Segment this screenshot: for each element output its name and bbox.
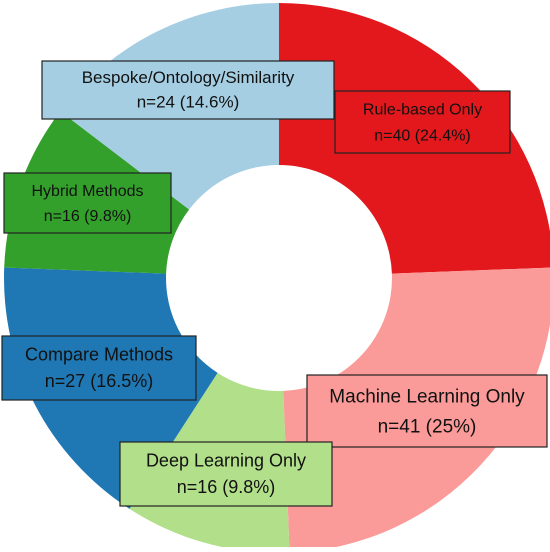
label-box-bg xyxy=(119,441,333,507)
label-box-bg xyxy=(1,335,197,401)
slice-value-label: n=24 (14.6%) xyxy=(137,92,240,111)
slice-value-label: n=16 (9.8%) xyxy=(44,208,132,225)
label-box-compare-methods: Compare Methods n=27 (16.5%) xyxy=(1,335,197,401)
slice-value-label: n=40 (24.4%) xyxy=(374,128,471,145)
slice-label: Deep Learning Only xyxy=(146,450,306,470)
slice-label: Machine Learning Only xyxy=(329,386,525,407)
slice-label: Rule-based Only xyxy=(363,102,482,119)
slice-value-label: n=27 (16.5%) xyxy=(45,371,154,391)
label-box-bg xyxy=(306,374,548,448)
label-box-bg xyxy=(41,60,335,120)
slice-value-label: n=16 (9.8%) xyxy=(177,477,276,497)
label-box-deep-learning-only: Deep Learning Only n=16 (9.8%) xyxy=(119,441,333,507)
slice-label: Bespoke/Ontology/Similarity xyxy=(82,68,295,87)
labels-layer: Rule-based Only n=40 (24.4%) Machine Learn… xyxy=(1,60,548,507)
label-box-rule-based-only: Rule-based Only n=40 (24.4%) xyxy=(334,90,511,154)
slice-label: Hybrid Methods xyxy=(31,183,143,200)
slice-label: Compare Methods xyxy=(25,344,173,364)
label-box-bespoke-ontology-similarity: Bespoke/Ontology/Similarity n=24 (14.6%) xyxy=(41,60,335,120)
label-box-machine-learning-only: Machine Learning Only n=41 (25%) xyxy=(306,374,548,448)
label-box-bg xyxy=(3,172,172,234)
label-box-bg xyxy=(334,90,511,154)
slice-value-label: n=41 (25%) xyxy=(378,417,477,438)
label-box-hybrid-methods: Hybrid Methods n=16 (9.8%) xyxy=(3,172,172,234)
